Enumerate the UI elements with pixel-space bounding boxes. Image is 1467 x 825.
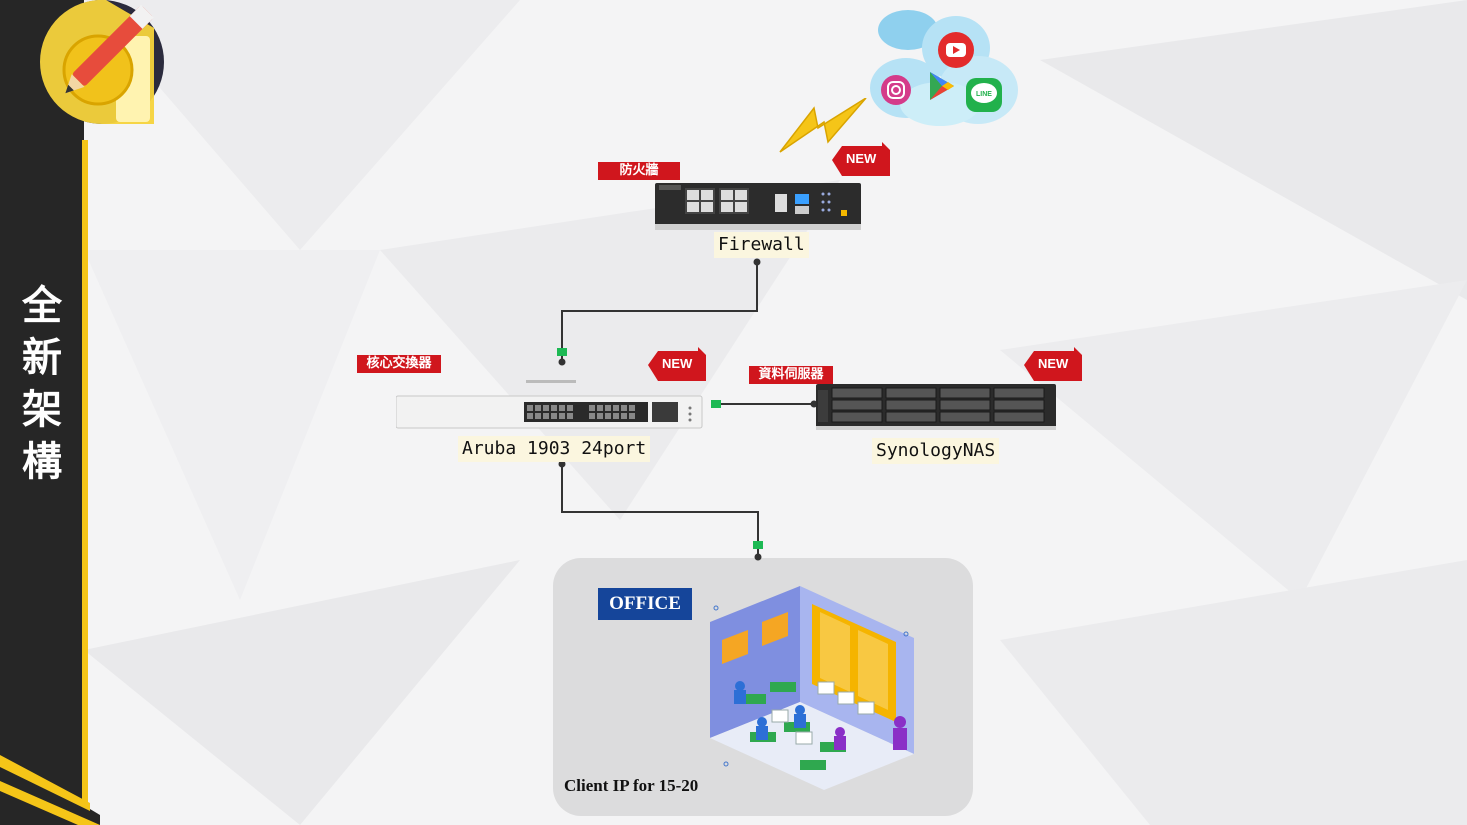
switch-label: Aruba 1903 24port bbox=[458, 436, 651, 462]
firewall-device bbox=[655, 183, 861, 230]
office-tag: OFFICE bbox=[598, 588, 692, 620]
firewall-new-badge: NEW bbox=[832, 142, 890, 178]
left-sidebar bbox=[0, 0, 84, 825]
sidebar-corner-stripe bbox=[0, 755, 100, 825]
play-store-icon bbox=[930, 72, 954, 100]
aruba-switch-device bbox=[396, 380, 703, 429]
sidebar-title: 全 新 架 構 bbox=[14, 280, 70, 488]
instagram-icon bbox=[881, 75, 911, 105]
switch-tag: 核心交換器 bbox=[357, 355, 441, 373]
new-badge-label: NEW bbox=[1038, 356, 1069, 371]
title-char: 架 bbox=[22, 387, 62, 433]
nas-tag: 資料伺服器 bbox=[749, 366, 833, 384]
line-icon: LINE bbox=[966, 78, 1002, 112]
firewall-label: Firewall bbox=[714, 232, 809, 258]
lightning-bolt-icon bbox=[779, 98, 867, 153]
title-char: 構 bbox=[22, 439, 62, 485]
firewall-tag: 防火牆 bbox=[598, 162, 680, 180]
nas-new-badge: NEW bbox=[1024, 347, 1082, 383]
switch-new-badge: NEW bbox=[648, 347, 706, 383]
title-char: 新 bbox=[22, 335, 62, 381]
title-char: 全 bbox=[22, 283, 62, 329]
nas-label: SynologyNAS bbox=[872, 438, 1000, 464]
youtube-icon bbox=[938, 32, 974, 68]
office-caption: Client IP for 15-20 bbox=[564, 776, 699, 795]
new-badge-label: NEW bbox=[662, 356, 693, 371]
svg-text:LINE: LINE bbox=[976, 91, 992, 98]
synology-nas-device bbox=[816, 384, 1056, 430]
pencil-notepad-logo bbox=[39, 0, 164, 124]
internet-cloud: LINE bbox=[870, 10, 1018, 126]
sidebar-accent-edge bbox=[82, 140, 88, 808]
new-badge-label: NEW bbox=[846, 151, 877, 166]
office-illustration bbox=[710, 586, 914, 790]
